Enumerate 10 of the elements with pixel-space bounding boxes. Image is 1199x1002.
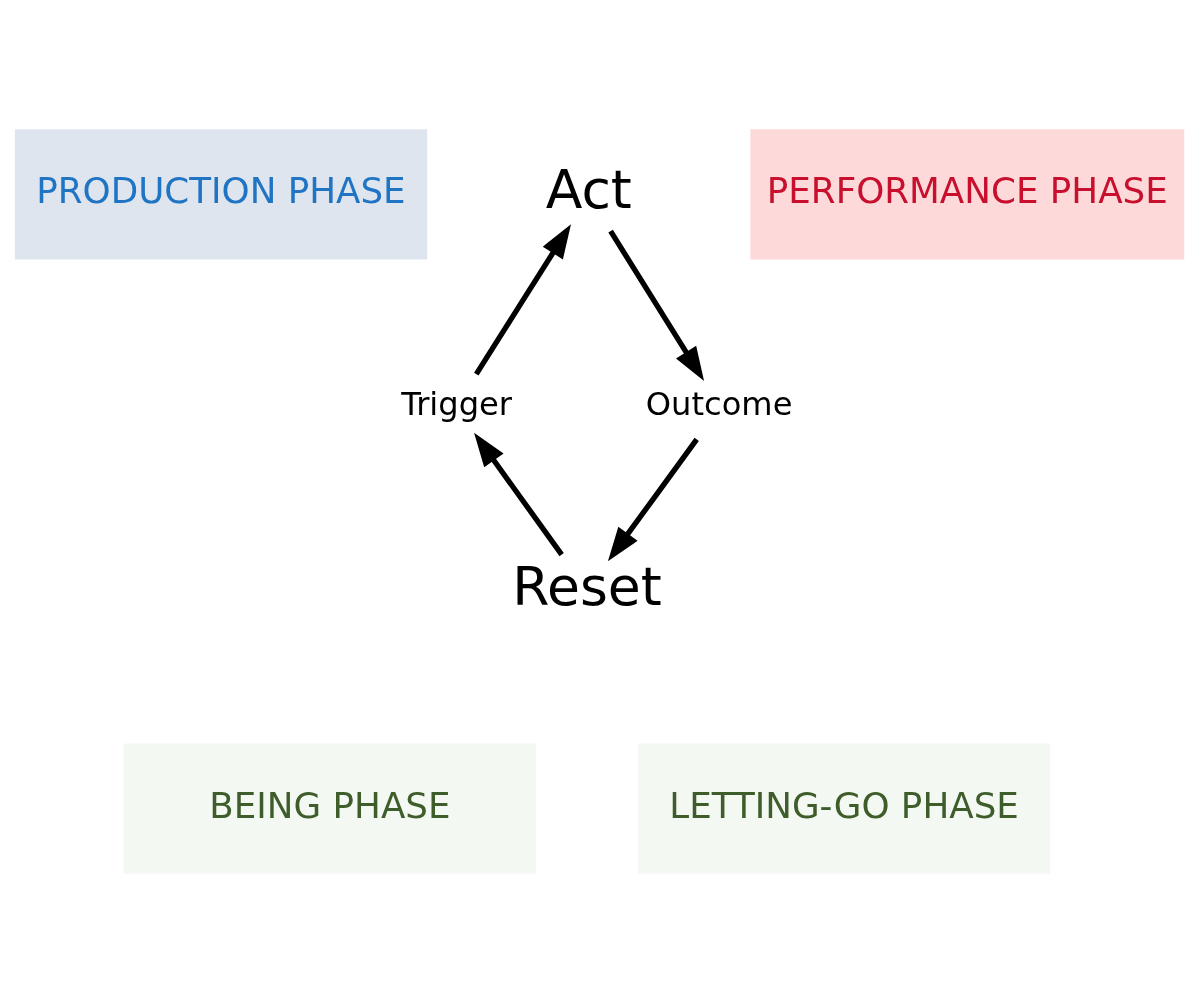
node-box: PRODUCTION PHASE	[14, 128, 428, 260]
node-box: PERFORMANCE PHASE	[750, 128, 1185, 260]
arrow	[607, 437, 699, 561]
arrow	[474, 432, 564, 556]
arrow	[608, 229, 705, 381]
node-text: Act	[545, 157, 632, 221]
node-text: Outcome	[645, 384, 793, 423]
arrow	[474, 223, 571, 376]
node-text: Reset	[512, 554, 662, 618]
node-text: Trigger	[401, 384, 513, 423]
